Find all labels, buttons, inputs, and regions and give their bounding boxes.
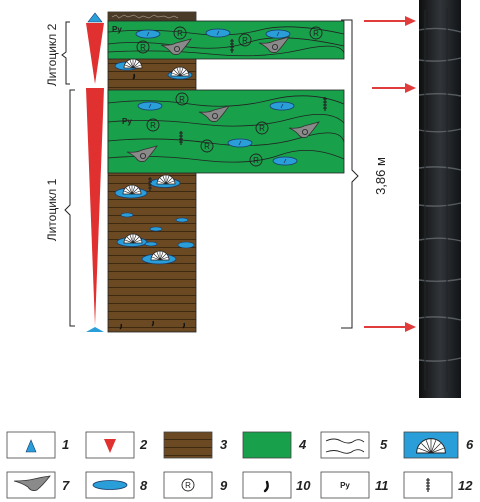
legend-number-9: 9 bbox=[220, 478, 228, 493]
legend-number-5: 5 bbox=[380, 437, 388, 452]
blue-ellipse-icon bbox=[272, 156, 298, 166]
correlation-arrows bbox=[364, 16, 416, 332]
comma-mark-icon bbox=[263, 480, 269, 493]
arrow-top bbox=[364, 16, 416, 26]
legend: 1 2 3 4 5 6 bbox=[6, 431, 474, 499]
legend-number-3: 3 bbox=[220, 437, 228, 452]
legend-item-4: 4 bbox=[242, 431, 307, 459]
ry-text-icon: Ру bbox=[340, 481, 350, 490]
legend-number-4: 4 bbox=[298, 437, 307, 452]
legend-number-1: 1 bbox=[62, 437, 69, 452]
legend-item-11: Ру 11 bbox=[320, 471, 389, 499]
comma-mark-icon bbox=[132, 73, 136, 80]
legend-item-1: 1 bbox=[6, 431, 69, 459]
blue-ellipse-icon bbox=[177, 241, 195, 249]
comma-mark-icon bbox=[119, 323, 123, 330]
blue-ellipse-icon bbox=[175, 217, 189, 223]
legend-number-12: 12 bbox=[458, 478, 473, 493]
svg-text:R: R bbox=[185, 481, 191, 490]
core-photo bbox=[418, 0, 462, 398]
wavy-boundary-icon bbox=[325, 438, 365, 454]
burrow-icon bbox=[426, 478, 430, 492]
legend-number-6: 6 bbox=[466, 437, 474, 452]
blue-triangle-up-icon bbox=[25, 439, 37, 453]
legend-item-10: 10 bbox=[242, 471, 311, 499]
red-triangle-down-icon bbox=[104, 439, 116, 453]
blue-ellipse-icon bbox=[269, 101, 295, 111]
blue-ellipse-icon bbox=[137, 101, 163, 111]
legend-item-3: 3 bbox=[163, 431, 228, 459]
cycle-2-red-triangle-icon bbox=[86, 23, 104, 84]
legend-item-9: R 9 bbox=[163, 471, 228, 499]
blue-ellipse-icon bbox=[227, 138, 253, 148]
ry-label-upper: Ру bbox=[112, 25, 122, 34]
green-rectangle-icon bbox=[242, 431, 292, 459]
legend-item-7: 7 bbox=[6, 471, 70, 499]
legend-item-2: 2 bbox=[85, 431, 148, 459]
grey-lens-icon bbox=[13, 475, 51, 491]
arrow-middle bbox=[372, 83, 416, 93]
top-strip bbox=[108, 12, 196, 22]
blue-ellipse-icon bbox=[120, 212, 134, 218]
cycle-triangles bbox=[86, 12, 104, 332]
circled-r-icon: R bbox=[181, 478, 195, 492]
lithology-column: Ру Ру bbox=[107, 11, 345, 333]
cycle-top-blue-triangle-icon bbox=[87, 12, 103, 23]
brown-lined-rectangle-icon bbox=[163, 431, 213, 459]
comma-mark-icon bbox=[151, 320, 155, 327]
blue-ellipse-icon bbox=[205, 28, 231, 38]
comma-mark-icon bbox=[182, 322, 186, 329]
lithocycle-1-bracket bbox=[64, 89, 75, 327]
legend-number-7: 7 bbox=[62, 478, 70, 493]
blue-ellipse-icon bbox=[265, 29, 291, 39]
legend-number-11: 11 bbox=[375, 478, 389, 493]
lithocycle-1-label: Литоцикл 1 bbox=[45, 178, 59, 241]
blue-ellipse-icon bbox=[144, 241, 158, 247]
arrow-bottom bbox=[364, 322, 416, 332]
legend-item-6: 6 bbox=[403, 431, 474, 459]
thickness-label: 3,86 м bbox=[373, 157, 388, 195]
lithocycle-2-label: Литоцикл 2 bbox=[45, 23, 59, 86]
cycle-1-red-triangle-icon bbox=[86, 88, 104, 326]
thickness-bracket bbox=[341, 19, 359, 329]
legend-number-2: 2 bbox=[139, 437, 148, 452]
blue-ellipse-icon bbox=[92, 480, 128, 490]
legend-item-8: 8 bbox=[85, 471, 148, 499]
legend-number-8: 8 bbox=[140, 478, 148, 493]
shell-fan-icon bbox=[416, 438, 446, 454]
cycle-base-blue-triangle-icon bbox=[86, 327, 104, 332]
lithocycle-2-bracket bbox=[61, 21, 70, 85]
blue-ellipse-icon bbox=[149, 226, 163, 232]
legend-item-5: 5 bbox=[320, 431, 388, 459]
legend-item-12: 12 bbox=[403, 471, 473, 499]
blue-ellipse-icon bbox=[135, 29, 161, 39]
ry-label-lower: Ру bbox=[122, 117, 132, 126]
legend-number-10: 10 bbox=[296, 478, 311, 493]
